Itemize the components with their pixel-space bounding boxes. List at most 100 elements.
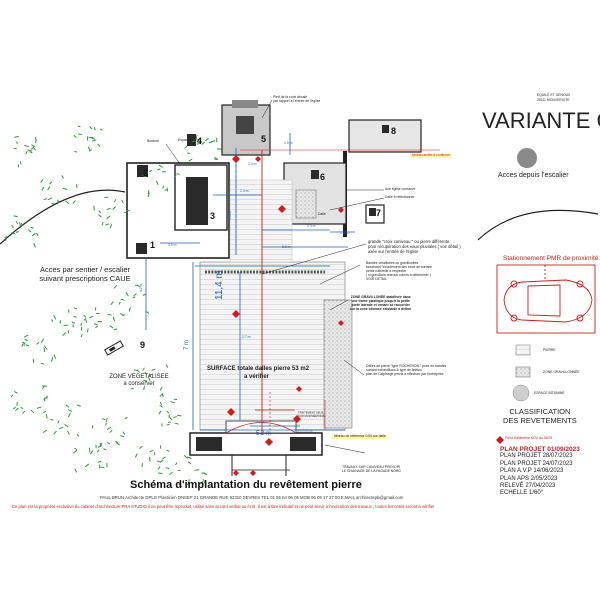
vegetation-stroke xyxy=(174,422,179,425)
note-dalles-pierre: Dalles de pierre "type ROCHERON " posé e… xyxy=(366,364,447,376)
vegetation-stroke xyxy=(91,424,94,429)
vegetation-stroke xyxy=(170,401,175,404)
note-dalle-refection: Dalle à réfectionner xyxy=(385,195,415,199)
vegetation-stroke xyxy=(165,364,169,368)
vegetation-stroke xyxy=(40,362,45,365)
parking-label: Stationnement PMR de proximité xyxy=(503,255,599,262)
vegetation-stroke xyxy=(10,394,13,398)
vegetation-stroke xyxy=(89,316,94,319)
vegetation-stroke xyxy=(29,151,33,154)
vegetation-stroke xyxy=(113,199,117,203)
plan-history-item: PLAN PROJET 28/07/2023 xyxy=(500,453,573,460)
vegetation-stroke xyxy=(158,466,161,470)
vegetation-stroke xyxy=(201,141,206,145)
building-right-top xyxy=(348,119,422,153)
dim-d1: 3.9 m xyxy=(168,243,177,247)
plan-history-item: PLAN PROJET 01/09/2023 xyxy=(500,446,580,453)
vegetation-stroke xyxy=(61,175,64,179)
stair-access-symbol xyxy=(517,148,537,168)
vegetation-stroke xyxy=(22,410,26,414)
dim-d5: 1.5 m xyxy=(340,231,349,235)
vegetation-stroke xyxy=(21,343,24,347)
vegetation-stroke xyxy=(145,170,148,173)
firm-line-2: 28111 MONVERIOTE xyxy=(537,98,570,102)
vegetation-stroke xyxy=(147,192,150,198)
note-axe-eglise: Axe église conservé xyxy=(385,187,416,191)
vegetation-stroke xyxy=(135,453,138,458)
niveau-reference: Niveau de référence 0.00 sur dalle xyxy=(332,434,388,439)
surface-label: SURFACE totale dalles pierre 53 m2 xyxy=(207,366,310,372)
note-zone-gravillonee: ZONE GRAVILLONEE stabilisée dans une tra… xyxy=(350,295,412,311)
plan-history-item: PLAN APS 2/05/2023 xyxy=(500,475,558,482)
dim-d7: 1.5 m xyxy=(284,141,293,145)
pmr-parking xyxy=(496,264,596,334)
vegetation-stroke xyxy=(168,416,173,421)
vegetation-stroke xyxy=(84,463,89,468)
vegetation-stroke xyxy=(123,211,127,214)
vegetation-stroke xyxy=(120,435,125,438)
vegetation-stroke xyxy=(202,479,206,484)
vegetation-stroke xyxy=(105,422,107,426)
left-arc xyxy=(0,189,126,245)
vegetation-stroke xyxy=(102,418,106,421)
vegetation-stroke xyxy=(173,174,177,178)
vegetation-stroke xyxy=(175,462,178,466)
vegetation-stroke xyxy=(51,357,54,362)
legend-swatch-bitume xyxy=(512,384,530,402)
vegetation-stroke xyxy=(45,413,48,419)
plan-history-item: RELEVÉ 27/04/2023 xyxy=(500,483,556,490)
label-7: 7 xyxy=(376,208,382,218)
vegetation-stroke xyxy=(210,140,216,143)
vegetation-stroke xyxy=(142,293,147,296)
vegetation-stroke xyxy=(158,164,164,168)
vegetation-stroke xyxy=(160,459,164,463)
note-vegetal-zone: ZONE VEGETALISEE a conserver xyxy=(109,374,169,387)
label-9: 9 xyxy=(140,340,146,350)
vegetation-stroke xyxy=(90,137,96,140)
dim-d8: 3.9 m xyxy=(228,211,232,220)
dim-d4: 5.5 m xyxy=(282,245,291,249)
vegetation-stroke xyxy=(169,471,173,475)
vegetation-stroke xyxy=(115,442,120,446)
vegetation-stroke xyxy=(97,143,101,147)
vegetation-stroke xyxy=(31,233,36,237)
vegetation-stroke xyxy=(83,314,87,318)
vegetation-stroke xyxy=(188,158,193,162)
vegetation-stroke xyxy=(95,325,98,328)
vegetation-stroke xyxy=(73,316,77,318)
vegetation xyxy=(4,125,222,487)
dim-d6: 2.4 m xyxy=(248,162,257,166)
vegetation-stroke xyxy=(106,442,111,445)
stone-pavement xyxy=(199,261,346,431)
vegetation-stroke xyxy=(113,284,118,289)
vegetation-stroke xyxy=(106,207,111,211)
vegetation-stroke xyxy=(53,315,57,320)
note-sentier: Acces par sentier / escalier suivant pre… xyxy=(39,265,131,283)
vegetation-stroke xyxy=(58,427,64,430)
dim-d12: 4.2 m xyxy=(139,283,143,292)
dim-d13: 2.7 m xyxy=(242,335,251,339)
drawing-title: Schéma d'implantation du revêtement pier… xyxy=(130,479,362,491)
vegetation-stroke xyxy=(73,307,78,310)
vegetation-stroke xyxy=(124,416,128,420)
vegetation-stroke xyxy=(149,169,153,173)
vegetation-stroke xyxy=(142,367,145,371)
vegetation-stroke xyxy=(35,139,37,144)
vegetation-stroke xyxy=(33,242,36,248)
vegetation-stroke xyxy=(118,301,121,305)
vegetation-stroke xyxy=(72,200,76,204)
vegetation-stroke xyxy=(115,440,118,444)
vegetation-stroke xyxy=(146,311,150,314)
vegetation-stroke xyxy=(162,185,164,189)
vegetation-stroke xyxy=(53,430,57,435)
vegetation-stroke xyxy=(133,293,137,296)
label-6: 6 xyxy=(320,172,326,182)
vegetation-stroke xyxy=(24,338,28,342)
vegetation-stroke xyxy=(65,404,70,408)
note-dalle: Dalle xyxy=(318,212,326,216)
vegetation-stroke xyxy=(24,334,29,338)
note-bordure: Bordure xyxy=(147,139,160,143)
vegetation-stroke xyxy=(30,409,35,414)
legend-swatch-gravel xyxy=(515,366,531,378)
vegetation-stroke xyxy=(67,430,70,435)
